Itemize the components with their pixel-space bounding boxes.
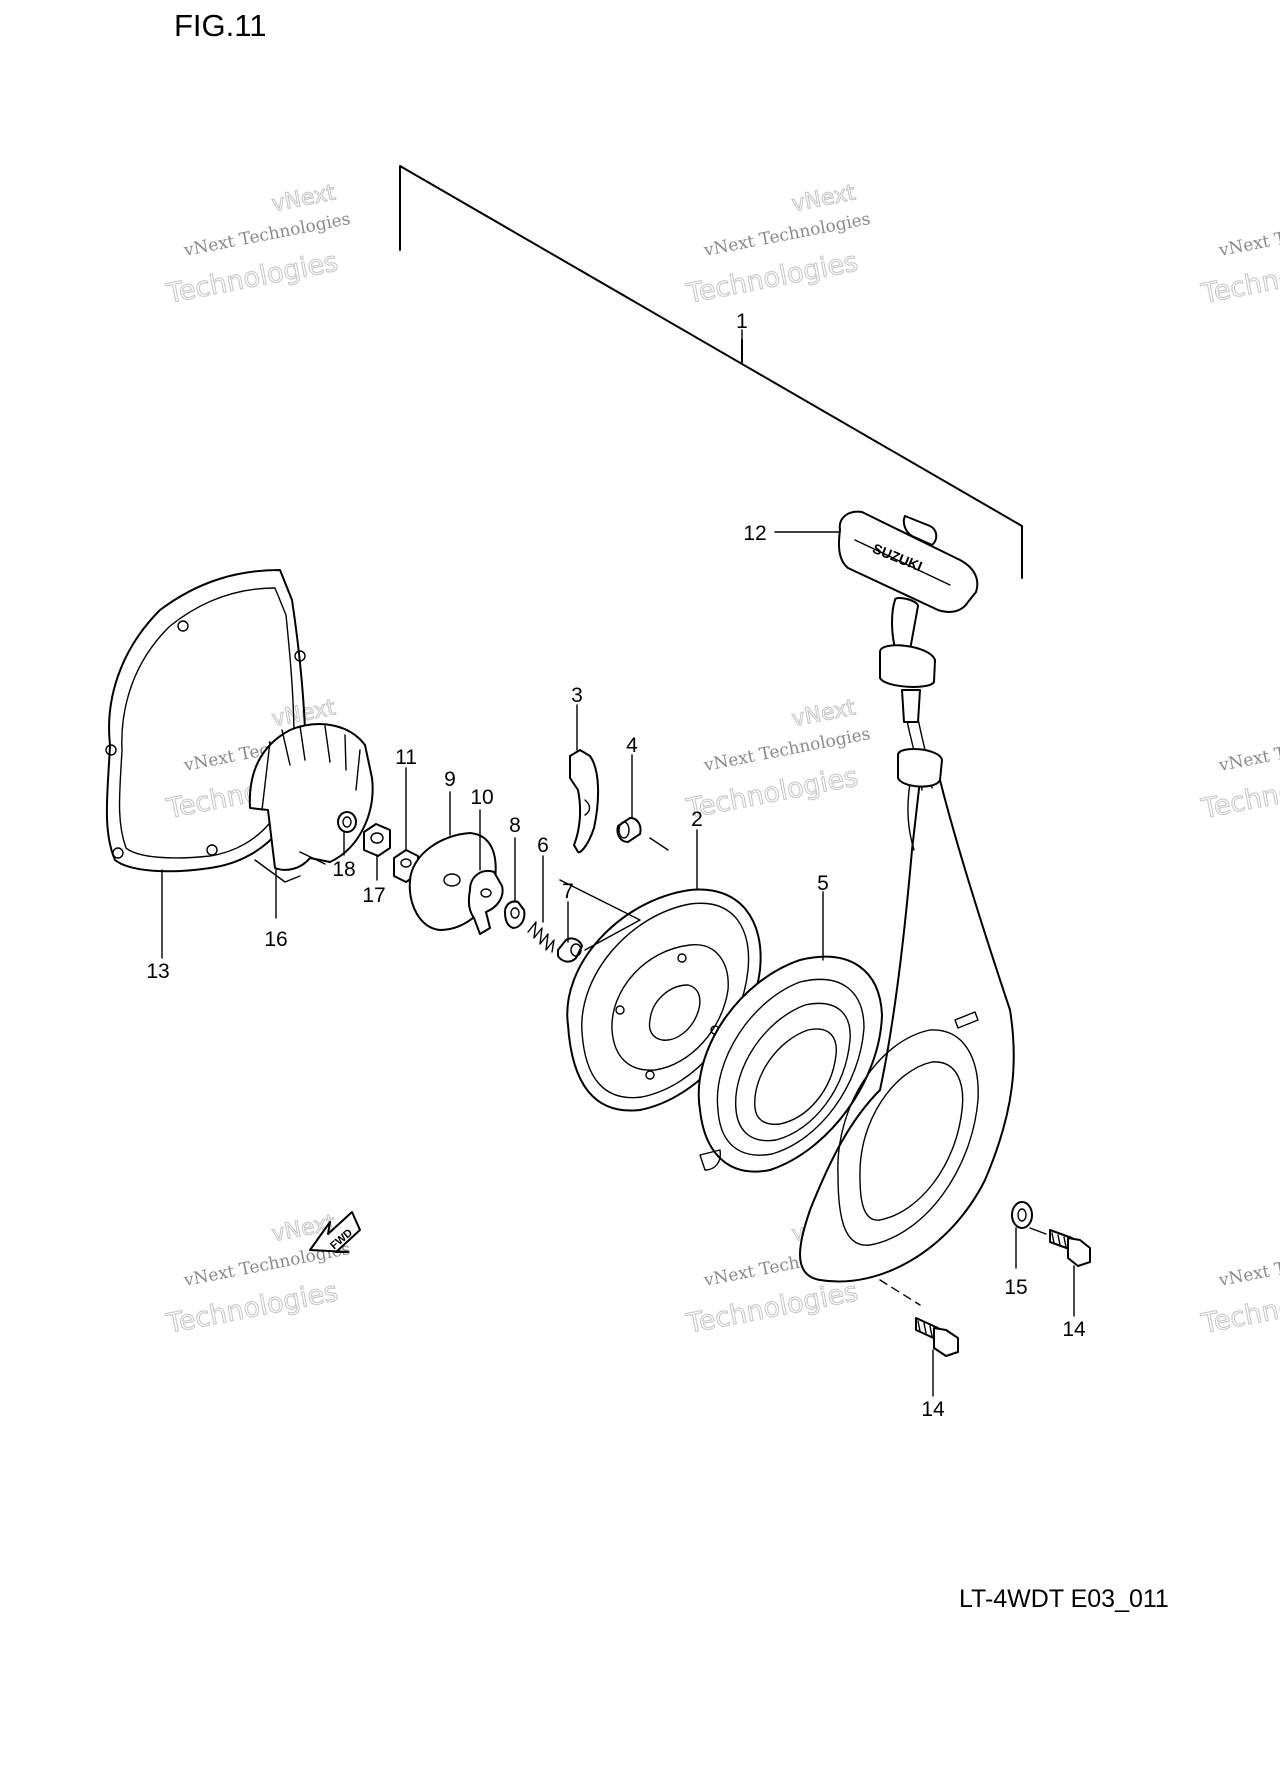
spring-part	[527, 921, 555, 953]
callout-18: 18	[332, 858, 355, 881]
nut-part	[363, 823, 391, 857]
callout-4: 4	[626, 734, 638, 757]
fwd-arrow-icon: FWD	[309, 1211, 361, 1253]
watermark-text: vNext Technologies	[1216, 209, 1280, 261]
recoil-spring-part	[697, 955, 883, 1173]
ratchet-pawl-part	[467, 870, 504, 935]
watermark-text: vNext Technologies	[1216, 724, 1280, 776]
callout-5: 5	[817, 872, 829, 895]
pin-part	[616, 817, 642, 843]
callout-6: 6	[537, 834, 549, 857]
callout-14-right: 14	[1062, 1318, 1086, 1341]
callout-14-lower: 14	[921, 1398, 945, 1421]
collar-part	[504, 900, 526, 929]
watermark-text: vNext Technologies	[1216, 1239, 1280, 1291]
callout-13: 13	[146, 960, 169, 983]
callout-labels: 1 2 3 4 5 6 7 8 9 10 11 12 13 14 14 15 1…	[146, 310, 1086, 1421]
callout-15: 15	[1004, 1276, 1027, 1299]
callout-11: 11	[395, 746, 417, 769]
callout-3: 3	[571, 684, 583, 707]
ratchet-guide-part	[248, 723, 374, 883]
washer-part	[337, 811, 357, 833]
assembly-bracket	[399, 165, 1023, 579]
figure-title: FIG.11	[174, 8, 267, 43]
watermark-vnext: vNext	[270, 180, 338, 217]
callout-7: 7	[562, 880, 574, 903]
washer-part-15	[1011, 1201, 1033, 1229]
callout-8: 8	[509, 814, 521, 837]
callout-1: 1	[736, 310, 748, 333]
starter-handle-part: SUZUKI	[838, 510, 979, 788]
leader-lines	[161, 329, 1075, 1397]
callout-2: 2	[691, 808, 703, 831]
callout-17: 17	[362, 884, 385, 907]
callout-9: 9	[444, 768, 456, 791]
callout-10: 10	[470, 786, 493, 809]
callout-12: 12	[743, 522, 766, 545]
bushing-part	[557, 937, 583, 963]
callout-16: 16	[264, 928, 287, 951]
watermark-vnext: vNext	[790, 695, 858, 732]
bolt-part	[915, 1317, 959, 1357]
assembly-lines	[559, 837, 1047, 1306]
starter-case-part	[799, 779, 1015, 1283]
figure-code: LT-4WDT E03_011	[959, 1585, 1169, 1613]
watermark-vnext: vNext	[790, 180, 858, 217]
spring-holder-part	[569, 749, 600, 854]
bolt-part	[1049, 1229, 1091, 1267]
